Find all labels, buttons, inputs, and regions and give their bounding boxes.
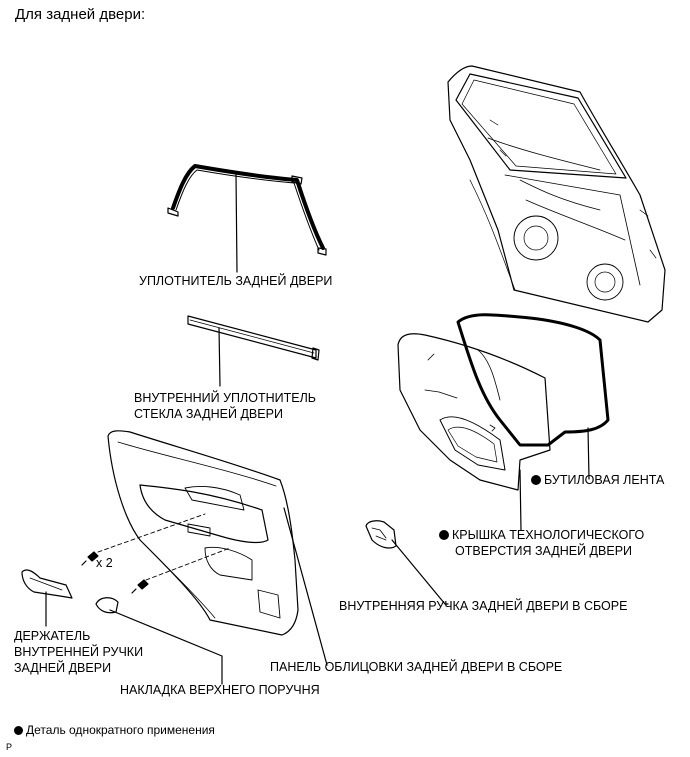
leader-glass-weatherstrip <box>218 327 221 387</box>
label-service-hole-cover-2: ОТВЕРСТИЯ ЗАДНЕЙ ДВЕРИ <box>455 544 633 558</box>
footnote-text: Деталь однократного применения <box>26 723 215 737</box>
screw-icon <box>81 551 99 566</box>
label-screw-count: x 2 <box>96 556 113 570</box>
leader-butyl <box>587 427 590 480</box>
footnote: Деталь однократного применения <box>14 723 215 737</box>
label-armrest-cover: НАКЛАДКА ВЕРХНЕГО ПОРУЧНЯ <box>120 683 320 697</box>
label-handle-bezel-3: ЗАДНЕЙ ДВЕРИ <box>14 661 112 675</box>
service-cover-part <box>397 333 551 491</box>
label-inner-glass-weatherstrip-2: СТЕКЛА ЗАДНЕЙ ДВЕРИ <box>134 407 283 421</box>
one-time-use-dot-icon <box>531 475 541 485</box>
figure-code: P <box>6 742 13 752</box>
guide-line-2 <box>145 547 231 581</box>
armrest-cover-part <box>95 597 119 614</box>
leader-weatherstrip <box>235 173 238 273</box>
page-heading: Для задней двери: <box>15 6 146 23</box>
label-rear-door-weatherstrip: УПЛОТНИТЕЛЬ ЗАДНЕЙ ДВЕРИ <box>139 274 333 288</box>
label-trim-panel-assy: ПАНЕЛЬ ОБЛИЦОВКИ ЗАДНЕЙ ДВЕРИ В СБОРЕ <box>270 660 563 674</box>
butyl-tape-part <box>456 313 610 447</box>
screw-icon <box>131 579 149 594</box>
trim-panel-part <box>107 430 299 636</box>
leader-cover <box>519 469 522 531</box>
guide-line-1 <box>97 513 206 553</box>
label-service-hole-cover-1: КРЫШКА ТЕХНОЛОГИЧЕСКОГО <box>439 527 644 544</box>
leader-handle <box>391 539 449 605</box>
inside-handle-part <box>365 520 397 549</box>
label-butyl-tape: БУТИЛОВАЯ ЛЕНТА <box>531 472 664 489</box>
one-time-use-dot-icon <box>14 726 23 735</box>
label-handle-bezel-2: ВНУТРЕННЕЙ РУЧКИ <box>14 645 144 659</box>
weatherstrip-part <box>167 164 327 256</box>
label-inside-handle-assy: ВНУТРЕННЯЯ РУЧКА ЗАДНЕЙ ДВЕРИ В СБОРЕ <box>339 599 628 613</box>
label-handle-bezel-1: ДЕРЖАТЕЛЬ <box>14 629 91 643</box>
leader-armrest <box>109 609 223 685</box>
handle-bezel-part <box>21 569 73 599</box>
label-service-hole-cover-text: КРЫШКА ТЕХНОЛОГИЧЕСКОГО <box>452 528 645 542</box>
glass-weatherstrip-part <box>187 315 320 361</box>
label-butyl-tape-text: БУТИЛОВАЯ ЛЕНТА <box>544 473 665 487</box>
leader-trim-panel <box>283 507 328 666</box>
one-time-use-dot-icon <box>439 530 449 540</box>
door-frame-part <box>447 65 666 323</box>
label-inner-glass-weatherstrip-1: ВНУТРЕННИЙ УПЛОТНИТЕЛЬ <box>134 391 316 405</box>
